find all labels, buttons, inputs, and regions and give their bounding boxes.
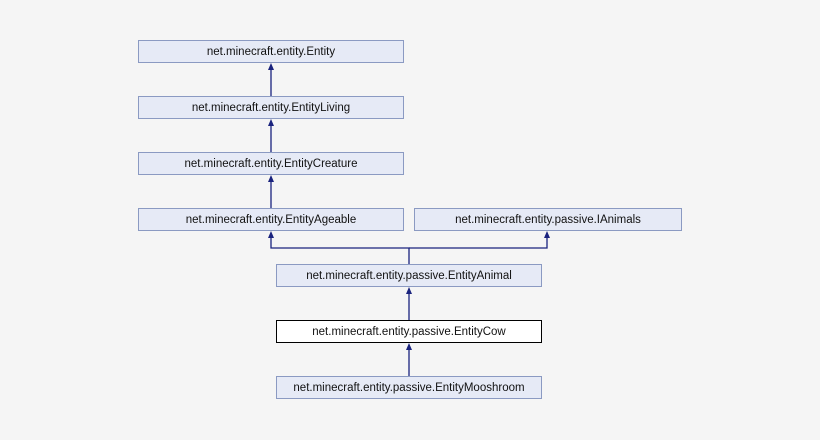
class-node-entity-living[interactable]: net.minecraft.entity.EntityLiving (138, 96, 404, 119)
class-node-entity-mooshroom[interactable]: net.minecraft.entity.passive.EntityMoosh… (276, 376, 542, 399)
class-node-entity-creature[interactable]: net.minecraft.entity.EntityCreature (138, 152, 404, 175)
interface-node-ianimals[interactable]: net.minecraft.entity.passive.IAnimals (414, 208, 682, 231)
class-node-entity[interactable]: net.minecraft.entity.Entity (138, 40, 404, 63)
class-node-entity-cow-current: net.minecraft.entity.passive.EntityCow (276, 320, 542, 343)
class-node-entity-ageable[interactable]: net.minecraft.entity.EntityAgeable (138, 208, 404, 231)
class-node-entity-animal[interactable]: net.minecraft.entity.passive.EntityAnima… (276, 264, 542, 287)
